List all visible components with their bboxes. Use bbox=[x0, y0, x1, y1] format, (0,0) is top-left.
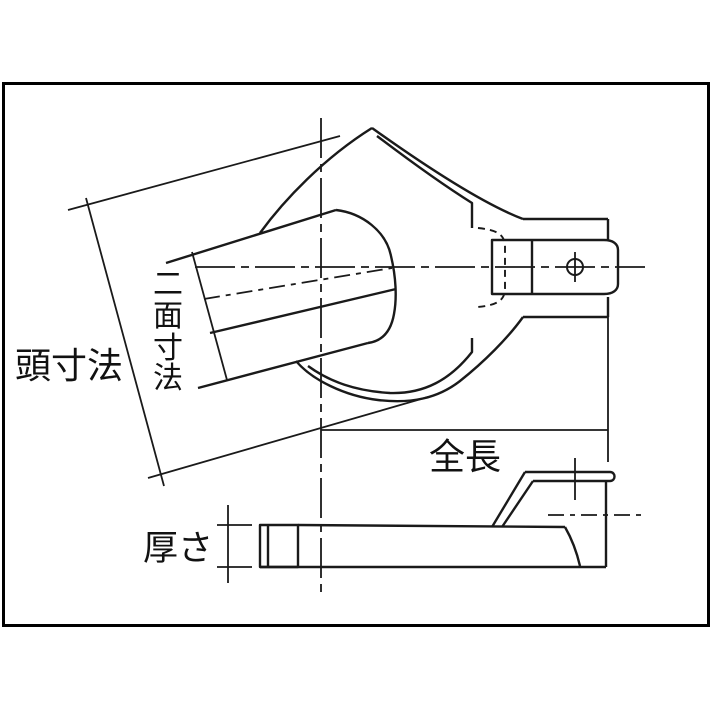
top-chamfer-outer-line bbox=[371, 127, 524, 221]
overall-length-label: 全長 bbox=[429, 436, 501, 477]
jaw-axis-centerline bbox=[203, 267, 393, 300]
side-view-heel-fillet bbox=[563, 526, 582, 567]
width-across-flats-char-4: 法 bbox=[153, 362, 183, 395]
side-view-step-inner-diagonal bbox=[501, 480, 534, 528]
upper-prong-outer-edge bbox=[259, 126, 373, 234]
square-drive-tang bbox=[490, 238, 620, 296]
dimension-head-size: 頭寸法 bbox=[15, 135, 429, 487]
head-size-extension-top bbox=[67, 135, 341, 211]
drawing-border bbox=[2, 82, 710, 627]
head-size-label: 頭寸法 bbox=[15, 345, 123, 386]
side-view-step-outer-diagonal bbox=[490, 471, 527, 528]
width-across-flats-char-1: 二 bbox=[153, 268, 183, 301]
side-view-tang-profile bbox=[525, 470, 616, 483]
thickness-label: 厚さ bbox=[143, 529, 213, 568]
width-across-flats-char-2: 面 bbox=[153, 300, 183, 333]
lower-jaw-face-line bbox=[197, 341, 369, 390]
bottom-chamfer-inner-line bbox=[307, 338, 474, 395]
head-size-extension-bottom bbox=[147, 396, 429, 479]
centerlines bbox=[195, 118, 645, 597]
hidden-socket-hole bbox=[477, 227, 506, 308]
jaw-root-curve bbox=[335, 208, 397, 345]
dimension-overall-length: 全長 bbox=[321, 317, 609, 477]
lower-prong-outer-edge bbox=[295, 316, 524, 403]
boss-block-outline bbox=[523, 217, 610, 319]
side-view bbox=[258, 458, 642, 569]
side-view-top-edge bbox=[297, 523, 566, 529]
jaw-inner-step-line bbox=[209, 287, 397, 335]
top-chamfer-inner-line bbox=[376, 135, 474, 228]
upper-jaw-face-line bbox=[165, 208, 337, 265]
width-across-flats-dimension-line bbox=[191, 251, 228, 381]
side-view-head-end-cap bbox=[258, 523, 300, 569]
dimension-thickness: 厚さ bbox=[143, 505, 252, 583]
top-view bbox=[165, 126, 620, 403]
width-across-flats-char-3: 寸 bbox=[153, 332, 183, 365]
dimension-width-across-flats: 二 面 寸 法 bbox=[153, 251, 228, 395]
head-size-dimension-line bbox=[85, 197, 165, 487]
